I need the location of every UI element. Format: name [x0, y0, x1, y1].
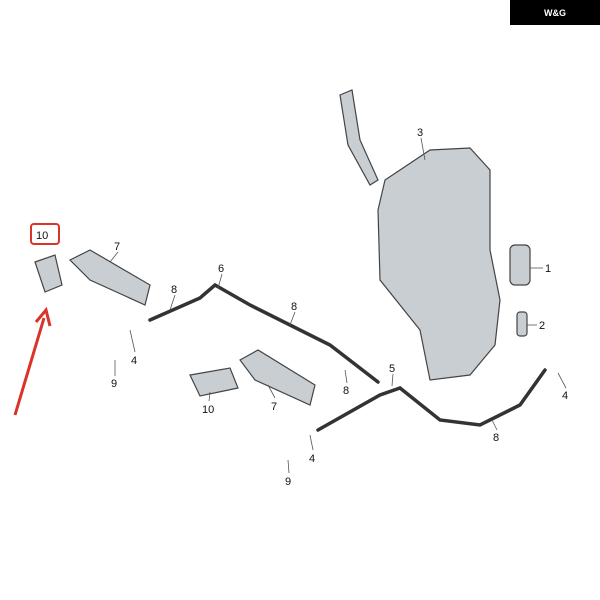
callout-label: 1	[545, 263, 551, 275]
callout-label: 8	[291, 301, 297, 313]
pointer-arrow	[13, 306, 52, 416]
brand-logo: W&G	[510, 0, 600, 25]
callout-label: 2	[539, 320, 545, 332]
callout-label: 4	[131, 355, 137, 367]
hose	[148, 282, 380, 384]
hose	[316, 386, 402, 432]
callout-label: 6	[218, 263, 224, 275]
hoses	[148, 282, 547, 432]
washer-reservoir	[377, 147, 501, 381]
filler-neck	[339, 89, 379, 186]
callout-label: 8	[343, 385, 349, 397]
logo-text: W&G	[544, 7, 566, 18]
callout-label: 10	[202, 404, 214, 416]
grommet	[516, 311, 528, 337]
hose	[398, 368, 547, 427]
headlight-washer-nozzle	[239, 349, 316, 406]
callout-label: 9	[285, 476, 291, 488]
callout-label: 7	[114, 241, 120, 253]
callout-label: 8	[171, 284, 177, 296]
callout-label: 4	[562, 390, 568, 402]
headlight-washer-nozzle	[68, 249, 151, 306]
callout-label: 8	[493, 432, 499, 444]
washer-pump	[509, 244, 531, 286]
callout-label: 5	[389, 363, 395, 375]
callout-label: 4	[309, 453, 315, 465]
nozzle-cover	[189, 367, 239, 397]
nozzle-cover	[34, 254, 63, 293]
callout-label: 9	[111, 378, 117, 390]
callout-label: 3	[417, 127, 423, 139]
callout-label: 10	[36, 230, 48, 242]
callout-label: 7	[271, 401, 277, 413]
highlight-box	[30, 223, 60, 245]
